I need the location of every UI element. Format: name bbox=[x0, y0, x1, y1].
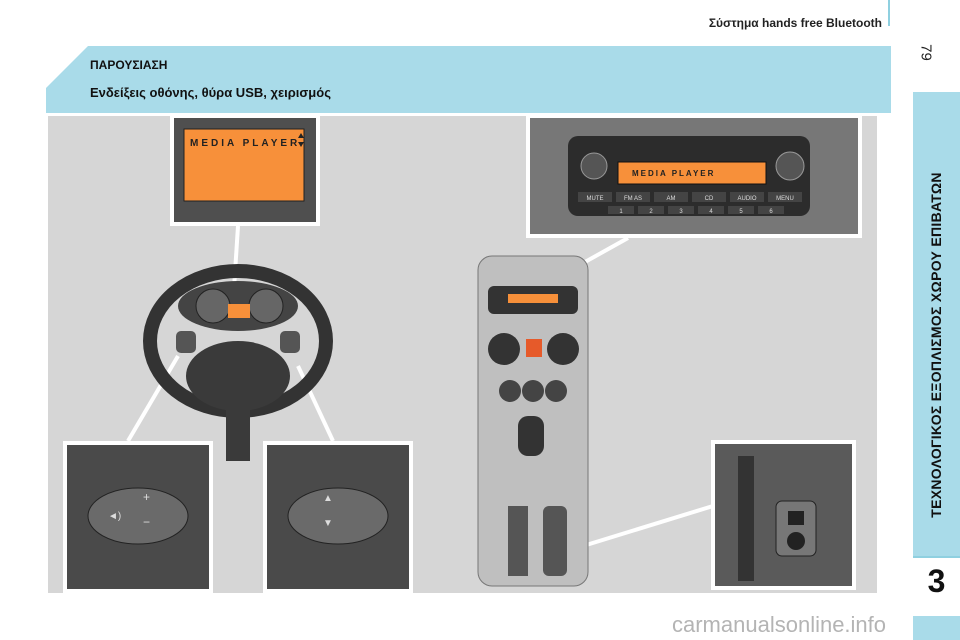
radio-button bbox=[730, 192, 764, 202]
radio-display-text: MEDIA PLAYER bbox=[632, 169, 715, 178]
radio-preset-button bbox=[698, 206, 724, 214]
radio-preset-button bbox=[668, 206, 694, 214]
radio-button-label: MENU bbox=[776, 196, 794, 202]
radio-preset-button bbox=[608, 206, 634, 214]
radio-preset-label: 4 bbox=[709, 209, 713, 215]
usb-port-inset bbox=[711, 440, 856, 590]
left-wheel-controls bbox=[176, 331, 196, 353]
watermark: carmanualsonline.info bbox=[672, 612, 887, 637]
radio-button bbox=[768, 192, 802, 202]
radio-button-label: CD bbox=[705, 196, 714, 202]
dashboard-illustration: MEDIA PLAYER MEDIA PLAYER MUTE FM AS AM CD A… bbox=[48, 116, 877, 593]
radio-preset-button bbox=[758, 206, 784, 214]
steering-wheel bbox=[143, 264, 333, 461]
usb-port-icon bbox=[788, 511, 804, 525]
chapter-number: 3 bbox=[927, 563, 946, 599]
radio-preset-button bbox=[638, 206, 664, 214]
radio-button-label: AUDIO bbox=[737, 196, 756, 202]
radio-preset-label: 3 bbox=[679, 209, 683, 215]
header-divider bbox=[888, 0, 890, 26]
radio-button bbox=[616, 192, 650, 202]
wheel-display bbox=[228, 304, 250, 318]
radio-preset-label: 5 bbox=[739, 209, 743, 215]
section-title: ΠΑΡΟΥΣΙΑΣΗ bbox=[90, 58, 168, 72]
chapter-number-box bbox=[913, 556, 960, 616]
right-steering-controls-inset: ▲ ▼ bbox=[263, 441, 413, 593]
svg-text:▲: ▲ bbox=[323, 493, 333, 504]
page-number: 79 bbox=[917, 44, 935, 61]
right-wheel-controls bbox=[280, 331, 300, 353]
left-steering-controls-inset: ◄) + − bbox=[63, 441, 213, 593]
svg-text:▼: ▼ bbox=[323, 518, 333, 529]
instrument-display-text: MEDIA PLAYER bbox=[190, 138, 300, 149]
section-banner bbox=[46, 46, 891, 113]
radio-preset-row: 1 2 3 4 5 6 bbox=[608, 206, 784, 215]
center-console bbox=[477, 255, 589, 587]
radio-button bbox=[578, 192, 612, 202]
radio-preset-button bbox=[728, 206, 754, 214]
svg-text:◄): ◄) bbox=[108, 511, 121, 522]
radio-button-label: MUTE bbox=[587, 196, 604, 202]
chapter-side-tab bbox=[913, 92, 960, 640]
radio-button-label: AM bbox=[667, 196, 676, 202]
radio-inset: MEDIA PLAYER MUTE FM AS AM CD AUDIO MENU 1 2 3 4… bbox=[526, 116, 862, 238]
radio-button bbox=[654, 192, 688, 202]
page-header-title: Σύστημα hands free Bluetooth bbox=[708, 16, 882, 30]
radio-preset-label: 6 bbox=[769, 209, 773, 215]
chapter-side-label: ΤΕΧΝΟΛΟΓΙΚΟΣ ΕΞΟΠΛΙΣΜΟΣ ΧΩΡΟΥ ΕΠΙΒΑΤΩΝ bbox=[928, 172, 944, 518]
svg-text:−: − bbox=[143, 515, 150, 529]
svg-text:+: + bbox=[143, 490, 150, 504]
radio-button-row: MUTE FM AS AM CD AUDIO MENU bbox=[578, 192, 802, 202]
radio-preset-label: 2 bbox=[649, 209, 653, 215]
section-subtitle: Ενδείξεις οθόνης, θύρα USB, χειρισμός bbox=[90, 85, 331, 100]
instrument-display-inset: MEDIA PLAYER bbox=[170, 116, 320, 226]
radio-button bbox=[692, 192, 726, 202]
radio-button-label: FM AS bbox=[624, 196, 642, 202]
scroll-arrows-icon bbox=[298, 133, 304, 147]
radio-preset-label: 1 bbox=[619, 209, 623, 215]
